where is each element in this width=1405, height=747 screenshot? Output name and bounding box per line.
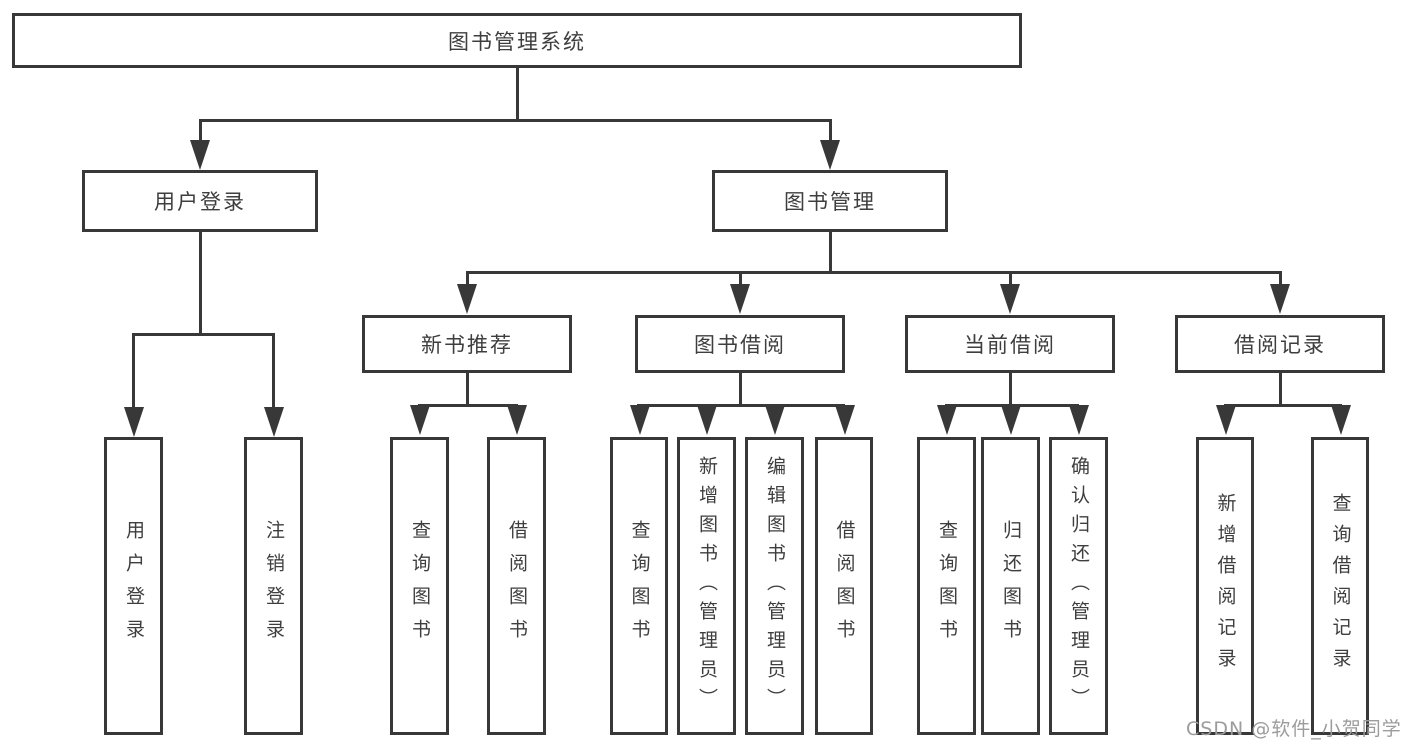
connector-line — [132, 333, 275, 336]
connector-line — [828, 232, 832, 274]
arrow-down-icon — [1000, 405, 1021, 435]
arrow-down-icon — [409, 405, 430, 435]
connector-line — [828, 119, 832, 143]
node-library-management-system: 图书管理系统 — [12, 13, 1022, 68]
arrow-down-icon — [629, 405, 650, 435]
leaf-label: 编辑图书（管理员） — [764, 455, 786, 717]
leaf-borrow-books-recommend: 借阅图书 — [487, 437, 546, 735]
leaf-user-login: 用户登录 — [104, 437, 163, 735]
node-label: 用户登录 — [154, 190, 246, 214]
leaf-label: 借阅图书 — [506, 520, 528, 652]
leaf-label: 查询图书 — [936, 520, 958, 652]
csdn-watermark: CSDN @软件_小贺同学 — [1186, 718, 1402, 740]
connector-line — [1008, 271, 1012, 286]
arrow-down-icon — [457, 284, 477, 314]
node-label: 图书管理 — [784, 190, 876, 214]
node-new-book-recommendation: 新书推荐 — [362, 315, 572, 373]
leaf-label: 注销登录 — [263, 520, 285, 652]
arrow-down-icon — [936, 405, 957, 435]
connector-line — [515, 68, 519, 121]
connector-line — [637, 404, 845, 407]
arrow-down-icon — [506, 405, 527, 435]
arrow-down-icon — [1000, 284, 1020, 314]
node-current-borrowing: 当前借阅 — [905, 315, 1115, 373]
node-book-management: 图书管理 — [712, 170, 948, 232]
arrow-down-icon — [834, 405, 855, 435]
connector-line — [272, 333, 275, 409]
arrow-down-icon — [696, 405, 717, 435]
node-label: 新书推荐 — [421, 333, 513, 357]
leaf-label: 查询图书 — [409, 520, 431, 652]
node-label: 当前借阅 — [964, 333, 1056, 357]
leaf-add-book-admin: 新增图书（管理员） — [677, 437, 736, 735]
leaf-add-borrow-record: 新增借阅记录 — [1196, 437, 1254, 735]
arrow-down-icon — [1215, 405, 1236, 435]
leaf-query-books-borrowing: 查询图书 — [610, 437, 668, 735]
connector-line — [465, 373, 469, 406]
node-user-login: 用户登录 — [82, 170, 318, 232]
arrow-down-icon — [764, 405, 785, 435]
connector-line — [465, 271, 469, 286]
leaf-logout: 注销登录 — [244, 437, 303, 735]
node-book-borrowing: 图书借阅 — [635, 315, 845, 373]
arrow-down-icon — [820, 140, 840, 170]
leaf-label: 新增借阅记录 — [1214, 493, 1237, 679]
connector-line — [198, 119, 202, 143]
leaf-label: 查询图书 — [628, 520, 651, 652]
leaf-confirm-return-admin: 确认归还（管理员） — [1049, 437, 1108, 735]
connector-line — [738, 271, 742, 286]
connector-line — [1008, 373, 1012, 406]
node-label: 图书借阅 — [694, 333, 786, 357]
connector-line — [418, 404, 518, 407]
leaf-label: 归还图书 — [1000, 520, 1022, 652]
leaf-query-books-recommend: 查询图书 — [390, 437, 449, 735]
arrow-down-icon — [123, 407, 144, 437]
arrow-down-icon — [1330, 405, 1351, 435]
leaf-query-books-current: 查询图书 — [917, 437, 976, 735]
connector-line — [465, 271, 1282, 274]
connector-line — [738, 373, 742, 406]
connector-line — [132, 333, 135, 409]
connector-line — [1278, 271, 1282, 286]
connector-line — [198, 119, 832, 122]
node-label: 借阅记录 — [1234, 333, 1326, 357]
arrow-down-icon — [263, 407, 284, 437]
leaf-borrow-books-borrowing: 借阅图书 — [815, 437, 873, 735]
connector-line — [198, 232, 202, 336]
connector-line — [1223, 404, 1342, 407]
node-label: 图书管理系统 — [448, 29, 586, 54]
leaf-label: 新增图书（管理员） — [696, 455, 718, 717]
arrow-down-icon — [1068, 405, 1089, 435]
leaf-label: 借阅图书 — [833, 520, 856, 652]
leaf-label: 查询借阅记录 — [1329, 493, 1352, 679]
node-borrowing-records: 借阅记录 — [1175, 315, 1385, 373]
arrow-down-icon — [1270, 284, 1290, 314]
leaf-return-books: 归还图书 — [981, 437, 1040, 735]
arrow-down-icon — [190, 140, 210, 170]
leaf-label: 用户登录 — [123, 520, 145, 652]
leaf-query-borrow-record: 查询借阅记录 — [1311, 437, 1369, 735]
leaf-label: 确认归还（管理员） — [1068, 455, 1090, 717]
leaf-edit-book-admin: 编辑图书（管理员） — [745, 437, 804, 735]
arrow-down-icon — [730, 284, 750, 314]
connector-line — [1278, 373, 1282, 406]
